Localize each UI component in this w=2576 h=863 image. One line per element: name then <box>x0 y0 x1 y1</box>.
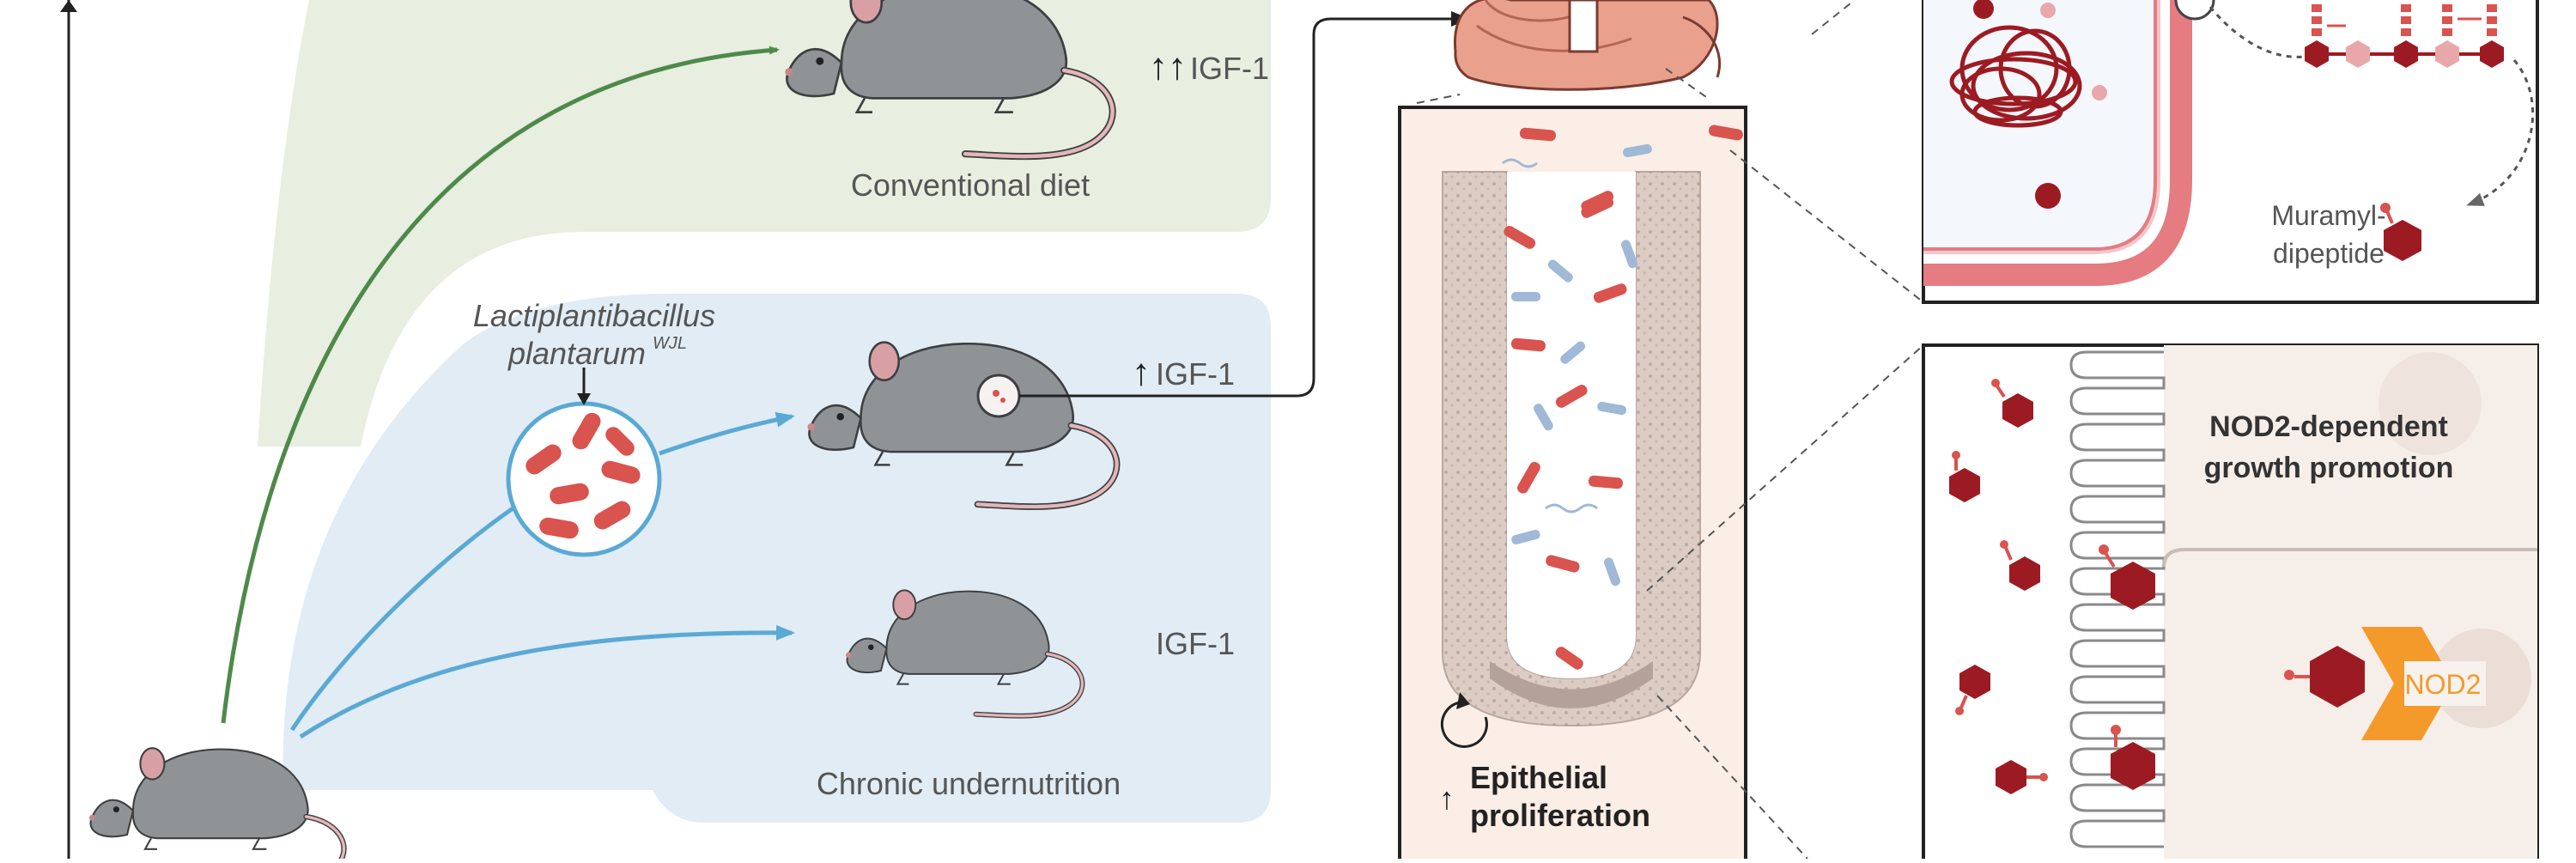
zoom-line <box>1646 344 1924 592</box>
connector-arrow <box>1019 11 1470 398</box>
muramyl-dipeptide-icon <box>1955 665 1990 715</box>
bacterial-cell-wall <box>1923 0 2192 286</box>
chronic-undernutrition-label: Chronic undernutrition <box>817 766 1121 801</box>
nod2-title-2: growth promotion <box>2204 452 2454 484</box>
muramyl-dipeptide-icon <box>1949 451 1980 502</box>
blue-arrow-undernutrition <box>299 624 795 739</box>
muramyl-label-2: dipeptide <box>2273 238 2385 269</box>
conventional-diet-label: Conventional diet <box>851 167 1090 203</box>
lumen-highlight <box>976 374 1021 418</box>
bacteria-circle-icon <box>506 401 662 557</box>
zoom-line <box>1656 695 1808 860</box>
svg-text:↑: ↑ <box>1439 781 1455 816</box>
muramyl-dipeptide-icon <box>2111 725 2155 790</box>
muramyl-label-1: Muramyl- <box>2271 200 2385 231</box>
crypt-bacteria <box>1502 125 1743 670</box>
crypt-base <box>1490 661 1653 708</box>
muramyl-dipeptide-icon <box>2000 540 2040 591</box>
release-path <box>2208 6 2306 58</box>
dna-coil <box>1949 25 2082 128</box>
axis-arrowhead <box>60 0 77 12</box>
nod2-receptor-label: NOD2 <box>2405 669 2482 700</box>
green-arrow <box>221 46 780 724</box>
bacterium-strain-label: WJL <box>653 334 687 353</box>
treated-igf-label: IGF-1 <box>1156 356 1235 392</box>
green-panel <box>258 0 1271 447</box>
cell-membrane <box>2162 548 2537 568</box>
igf-up-arrows: ↑↑ <box>1149 46 1187 88</box>
zoom-line <box>1729 149 1924 303</box>
nod2-receptor <box>2284 627 2486 740</box>
zoom-line <box>1665 68 1710 100</box>
blue-panel <box>283 294 1272 823</box>
bacterium-species-label: plantarum <box>507 336 646 371</box>
nod2-title-1: NOD2-dependent <box>2209 410 2448 443</box>
intestine-icon <box>1453 0 1722 91</box>
conventional-igf-label: IGF-1 <box>1190 51 1269 86</box>
epithelial-label-1: Epithelial <box>1470 760 1607 795</box>
muramyl-dipeptide-icon <box>2380 203 2421 261</box>
blue-arrow-from-bacteria <box>659 411 795 456</box>
cycle-arrow-icon <box>1440 692 1488 748</box>
muramyl-dipeptide-icon <box>1991 379 2033 428</box>
zoom-line <box>1416 94 1461 104</box>
peptidoglycan-chain-icon <box>2305 4 2504 68</box>
zoom-line <box>1811 0 1856 35</box>
blue-arrow-to-bacteria <box>289 504 517 732</box>
undernourished-igf-label: IGF-1 <box>1156 626 1235 661</box>
release-path <box>2466 59 2535 206</box>
wall-pore <box>2174 0 2215 21</box>
bacterium-genus-label: Lactiplantibacillus <box>473 298 715 333</box>
microvilli <box>2069 350 2166 848</box>
igf-up-arrow: ↑ <box>1132 351 1151 393</box>
muramyl-dipeptide-icon <box>2099 544 2155 610</box>
epithelial-label-2: proliferation <box>1470 798 1650 833</box>
muramyl-dipeptide-icon <box>1996 760 2048 794</box>
